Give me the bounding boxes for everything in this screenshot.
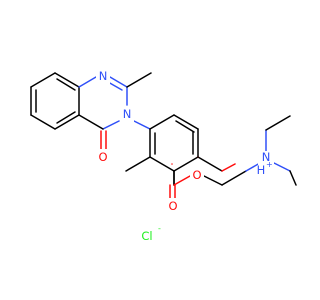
bond xyxy=(109,76,128,88)
bond xyxy=(107,81,123,91)
bond xyxy=(149,114,175,130)
benzo-ring xyxy=(30,72,80,130)
bond xyxy=(30,114,56,130)
bond xyxy=(78,76,97,88)
pyrimidinone-ring xyxy=(78,72,152,151)
atom-n-ammonium: N xyxy=(262,150,271,164)
bond xyxy=(273,162,291,172)
atom-n-ring-mid: N xyxy=(123,107,132,121)
bond xyxy=(221,163,236,172)
atom-chloride: Cl xyxy=(141,229,152,243)
atom-o-ester: O xyxy=(192,168,201,182)
atom-labels: N N O O O N H + Cl - xyxy=(96,68,274,243)
ammonium-charge: + xyxy=(266,160,273,169)
atom-n-ring-top: N xyxy=(99,69,108,83)
bond xyxy=(149,156,175,172)
bond xyxy=(197,156,223,172)
bond xyxy=(54,72,80,88)
chloride-charge: - xyxy=(158,224,161,233)
bond xyxy=(289,170,297,186)
bond xyxy=(56,78,76,91)
bond xyxy=(173,156,199,172)
atom-o-carbonyl-ester: O xyxy=(168,199,177,213)
atom-o-carbonyl-ring: O xyxy=(98,150,107,164)
bond xyxy=(173,175,191,186)
aryl-ring xyxy=(125,114,199,172)
molecule-overlay: N N O O O N H + Cl - xyxy=(96,68,297,243)
bond xyxy=(54,114,80,130)
bond xyxy=(56,111,76,124)
bond xyxy=(102,120,120,130)
molecule-structure xyxy=(30,72,236,186)
structure-canvas: N N O O O N H + Cl - xyxy=(30,68,297,243)
carboxyl-detail xyxy=(169,115,297,200)
bond xyxy=(203,175,223,186)
bond xyxy=(30,72,56,88)
bond xyxy=(175,120,195,133)
bond xyxy=(133,120,151,130)
bond xyxy=(245,162,261,172)
bond xyxy=(265,115,291,131)
bond xyxy=(221,170,247,186)
bond xyxy=(78,114,104,130)
bond xyxy=(125,156,151,172)
bond xyxy=(126,72,152,88)
atom-n-ammonium-h: H xyxy=(257,163,266,177)
bond xyxy=(173,114,199,130)
